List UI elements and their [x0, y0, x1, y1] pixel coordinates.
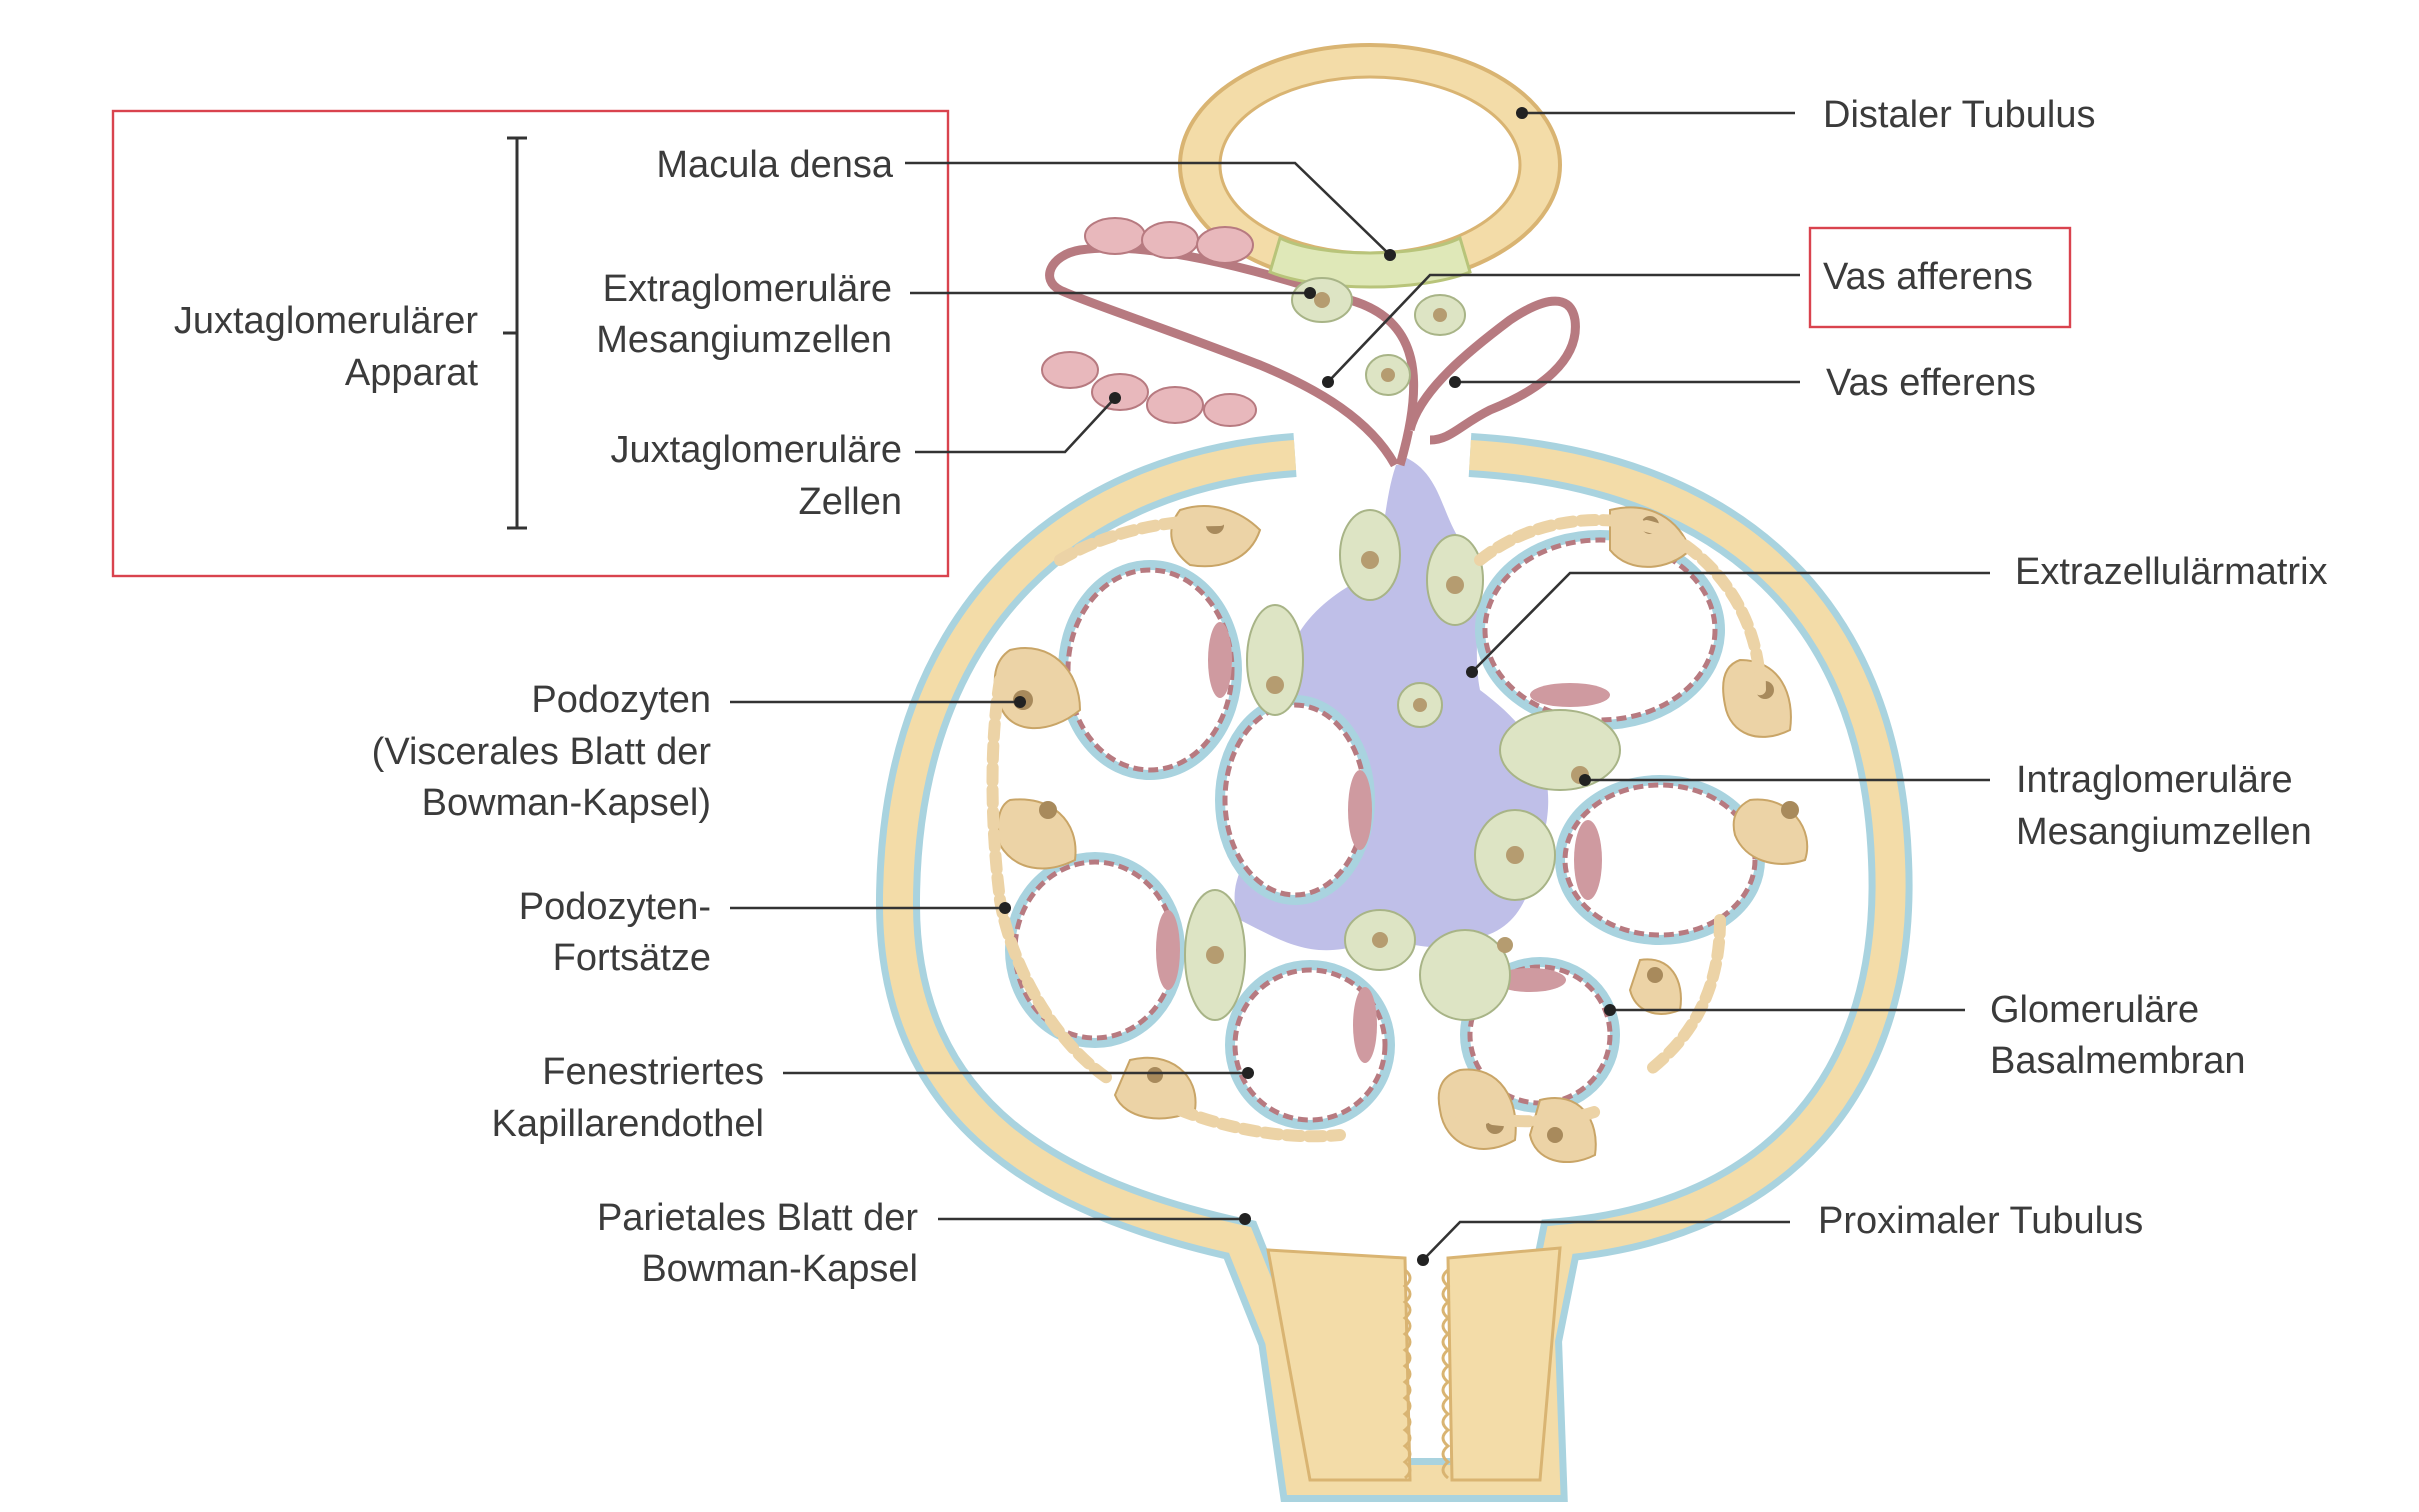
- label-macula-densa: Macula densa: [656, 144, 893, 186]
- label-glom-bm-line2: Basalmembran: [1990, 1040, 2246, 1082]
- label-fenestriert-line1: Fenestriertes: [542, 1051, 764, 1093]
- label-intraglomerular-line2: Mesangiumzellen: [2016, 811, 2312, 853]
- label-jg-zellen-line2: Zellen: [799, 481, 903, 523]
- label-extraglomerular-line1: Extraglomeruläre: [603, 268, 892, 310]
- label-fortsaetze-line1: Podozyten-: [519, 886, 711, 928]
- juxtaglomerular-cells: [1041, 217, 1257, 427]
- capillary-loop: [1005, 852, 1185, 1048]
- label-glom-bm-line1: Glomeruläre: [1990, 989, 2199, 1031]
- capillary-loop: [1225, 960, 1395, 1130]
- label-parietal-line1: Parietales Blatt der: [597, 1197, 918, 1239]
- label-intraglomerular-line1: Intraglomeruläre: [2016, 759, 2293, 801]
- proximal-tubule: [1266, 1246, 1562, 1482]
- capillary-loop: [1555, 775, 1765, 945]
- labels: Distaler Tubulus Macula densa Extraglome…: [174, 94, 2328, 1290]
- label-jg-zellen-line1: Juxtaglomeruläre: [611, 429, 902, 471]
- label-proximaler-tubulus: Proximaler Tubulus: [1818, 1200, 2143, 1242]
- jga-bracket: [503, 136, 527, 530]
- distal-tubule: [1178, 43, 1562, 289]
- label-extrazellularmatrix: Extrazellulärmatrix: [2015, 551, 2328, 593]
- label-podozyten-line2: (Viscerales Blatt der: [372, 731, 712, 773]
- label-parietal-line2: Bowman-Kapsel: [641, 1248, 918, 1290]
- label-vas-efferens: Vas efferens: [1826, 362, 2036, 404]
- leader-lines: [730, 107, 1990, 1266]
- capillary-loop: [1460, 957, 1620, 1113]
- label-podozyten-line1: Podozyten: [531, 679, 711, 721]
- label-distaler-tubulus: Distaler Tubulus: [1823, 94, 2095, 136]
- label-extraglomerular-line2: Mesangiumzellen: [596, 319, 892, 361]
- podocyte-foot-processes: [986, 514, 1766, 1143]
- capillary-loops: [1005, 530, 1765, 1130]
- jga-highlight-box: [111, 109, 950, 578]
- label-jga-line1: Juxtaglomerulärer: [174, 300, 478, 342]
- bowman-capsule-wall: [882, 440, 1906, 1495]
- label-fortsaetze-line2: Fortsätze: [553, 937, 711, 979]
- capillary-loop: [1475, 530, 1725, 730]
- efferent-arteriole: [1405, 296, 1580, 445]
- label-podozyten-line3: Bowman-Kapsel): [422, 782, 711, 824]
- label-jga-line2: Apparat: [345, 352, 479, 394]
- capillary-loop: [1058, 560, 1242, 780]
- vas-afferens-highlight-box: [1808, 226, 2072, 329]
- capillary-loop: [1215, 695, 1375, 905]
- glomerulus-illustration: [875, 43, 1913, 1502]
- label-vas-afferens: Vas afferens: [1823, 256, 2033, 298]
- label-fenestriert-line2: Kapillarendothel: [491, 1103, 764, 1145]
- intraglomerular-mesangial-cells: [1184, 509, 1621, 1021]
